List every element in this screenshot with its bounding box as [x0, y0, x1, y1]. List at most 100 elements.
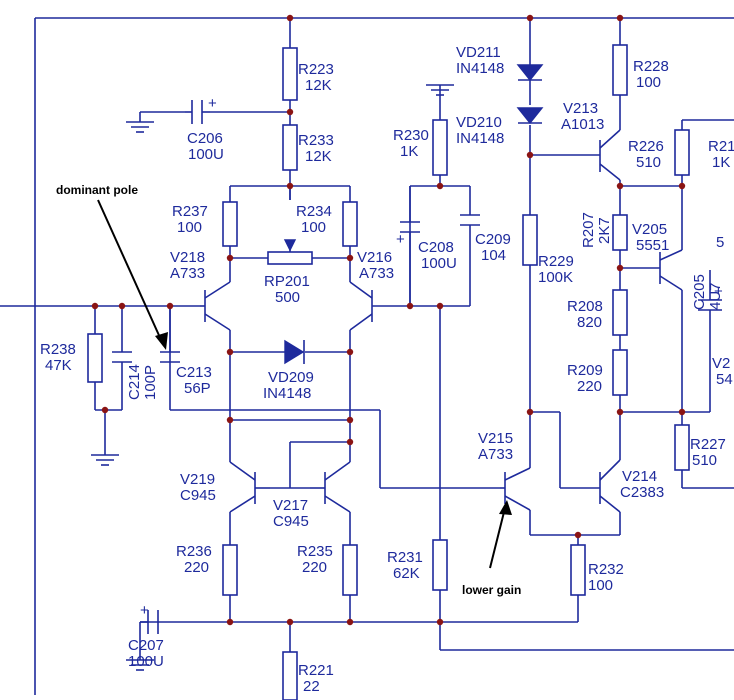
label-r233-ref: R233	[298, 132, 334, 149]
label-r208-ref: R208	[567, 298, 603, 315]
resistor-r236	[222, 544, 238, 596]
label-v216-val: A733	[359, 265, 394, 282]
label-c207-ref: C207	[128, 637, 164, 654]
label-r209-ref: R209	[567, 362, 603, 379]
svg-text:+: +	[396, 231, 405, 248]
label-r232-val: 100	[588, 577, 613, 594]
label-v217-ref: V217	[273, 497, 308, 514]
label-r223-val: 12K	[305, 77, 332, 94]
resistor-r238	[87, 333, 103, 383]
label-vd210-ref: VD210	[456, 114, 502, 131]
svg-text:+: +	[140, 602, 149, 619]
label-v219-val: C945	[180, 487, 216, 504]
label-r232-ref: R232	[588, 561, 624, 578]
label-vd211-ref: VD211	[456, 44, 501, 61]
resistor-r233	[282, 124, 298, 171]
label-r231-val: 62K	[393, 565, 420, 582]
label-c206-val: 100U	[188, 146, 224, 163]
resistor-r227	[674, 424, 690, 471]
label-r238-ref: R238	[40, 341, 76, 358]
svg-text:C214100P: C214100P	[126, 364, 159, 400]
label-r230-ref: R230	[393, 127, 429, 144]
transistor-v218	[200, 281, 231, 331]
diode-vd209	[284, 339, 305, 365]
label-r209-val: 220	[577, 378, 602, 395]
resistor-r230	[432, 119, 448, 176]
label-r228-ref: R228	[633, 58, 669, 75]
label-v215-val: A733	[478, 446, 513, 463]
label-c205-val: 4U7	[707, 282, 724, 310]
label-c206-ref: C206	[187, 130, 223, 147]
label-v215-ref: V215	[478, 430, 513, 447]
label-v2xx-ref: V2	[712, 355, 730, 372]
ground-symbol-r238	[91, 454, 119, 466]
transistor-v205	[659, 249, 683, 291]
resistor-r229	[522, 214, 538, 266]
resistor-r237	[222, 201, 238, 247]
label-r234-ref: R234	[296, 203, 332, 220]
transistor-v219	[229, 461, 270, 513]
label-c214-val: 100P	[142, 365, 159, 400]
label-v205-ref: V205	[632, 221, 667, 238]
capacitor-c208	[400, 221, 420, 240]
label-v217-val: C945	[273, 513, 309, 530]
resistor-r221	[282, 651, 298, 700]
label-r237-ref: R237	[172, 203, 208, 220]
label-c208-val: 100U	[421, 255, 457, 272]
svg-text:+: +	[714, 283, 723, 300]
label-r236-ref: R236	[176, 543, 212, 560]
resistor-r232	[570, 544, 586, 596]
components	[87, 44, 722, 700]
diode-vd211	[516, 64, 544, 82]
ground-symbol-r230	[426, 84, 454, 96]
label-r226-val: 510	[636, 154, 661, 171]
label-r229-val: 100K	[538, 269, 573, 286]
label-r207-ref: R207	[580, 212, 597, 248]
label-v218-ref: V218	[170, 249, 205, 266]
svg-text:+: +	[208, 95, 217, 112]
ground-symbol-c207	[126, 659, 154, 671]
label-r208-val: 820	[577, 314, 602, 331]
resistor-r207	[612, 214, 628, 251]
label-r228-val: 100	[636, 74, 661, 91]
diode-vd210	[516, 107, 544, 125]
resistor-r208	[612, 289, 628, 336]
label-v213-val: A1013	[561, 116, 604, 133]
annotation-lower-gain: lower gain	[462, 583, 521, 597]
label-r223-ref: R223	[298, 61, 334, 78]
label-r234-val: 100	[301, 219, 326, 236]
svg-text:C2054U7: C2054U7	[691, 274, 724, 310]
resistor-r223	[282, 47, 298, 101]
label-r231-ref: R231	[387, 549, 423, 566]
ground-symbol-c206	[126, 121, 154, 133]
junction-nodes	[91, 14, 686, 626]
label-c214-ref: C214	[126, 364, 143, 400]
label-v218-val: A733	[170, 265, 205, 282]
label-v5x: 5	[716, 234, 724, 251]
label-r221-ref: R221	[298, 662, 334, 679]
annotation-dominant-pole: dominant pole	[56, 183, 138, 197]
capacitor-c207	[140, 610, 159, 634]
label-v214-ref: V214	[622, 468, 657, 485]
label-v213-ref: V213	[563, 100, 598, 117]
transistor-v215	[500, 467, 531, 511]
label-r221-val: 22	[303, 678, 320, 695]
